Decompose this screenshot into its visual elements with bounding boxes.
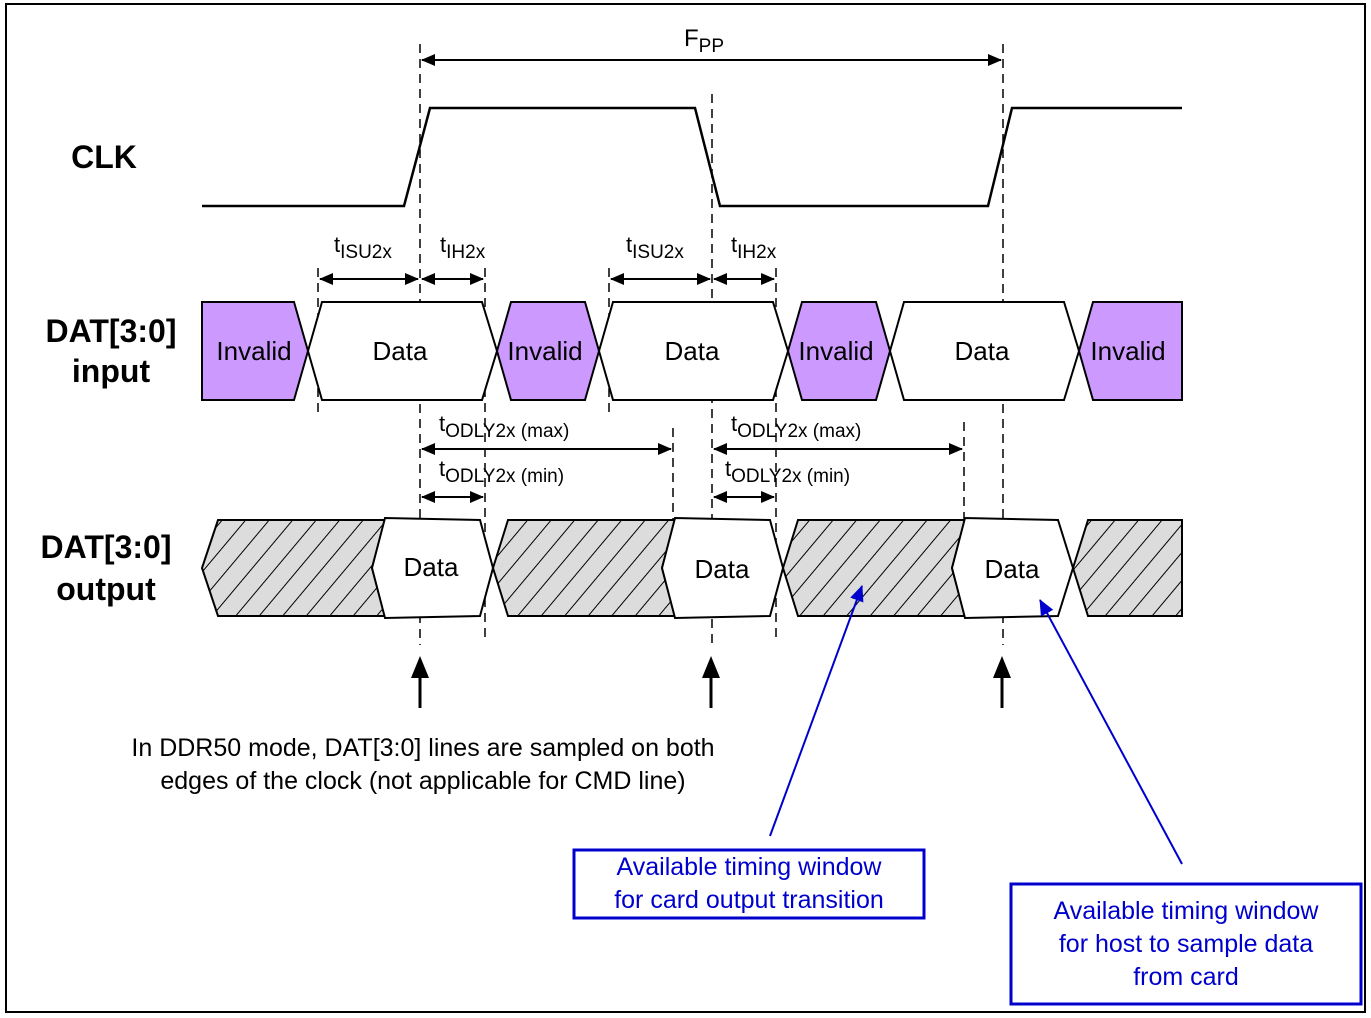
timing-arrows — [319, 54, 1002, 503]
clk-label: CLK — [71, 139, 137, 175]
dat-output-label-2: output — [56, 571, 156, 607]
dat-input-invalid-4 — [1077, 301, 1183, 401]
dat-input-waveform — [201, 301, 1183, 401]
dat-output-hatch-3 — [781, 519, 967, 617]
ddr50-note-line-1: In DDR50 mode, DAT[3:0] lines are sample… — [131, 734, 714, 762]
dat-output-hatch-2 — [491, 519, 677, 617]
host-window-callout-box — [1009, 882, 1363, 1006]
dat-output-data-label-3: Data — [985, 554, 1040, 584]
dat-input-invalid-1 — [201, 301, 310, 401]
host-window-callout-line-2: for host to sample data — [1059, 930, 1313, 958]
host-window-callout-line-3: from card — [1133, 963, 1239, 991]
dat-output-hatch-4 — [1071, 519, 1183, 617]
dat-input-invalid-label-4: Invalid — [1090, 336, 1165, 366]
dat-input-labels: Invalid Data Invalid Data Invalid Data I… — [216, 336, 1165, 366]
todly-max-label-2: tODLY2x (max) — [731, 411, 861, 442]
fpp-label: FPP — [684, 25, 724, 57]
host-window-callout-line-1: Available timing window — [1054, 897, 1320, 925]
dat-input-label-2: input — [72, 353, 151, 389]
dat-input-data-label-3: Data — [955, 336, 1010, 366]
dat-output-data-label-1: Data — [404, 552, 459, 582]
tisu-label-1: tISU2x — [334, 232, 392, 263]
sampling-arrows — [411, 656, 1011, 708]
tih-label-1: tIH2x — [440, 232, 486, 263]
dat-output-waveform — [200, 516, 1183, 620]
dat-input-invalid-label-2: Invalid — [507, 336, 582, 366]
todly-max-label-1: tODLY2x (max) — [439, 411, 569, 442]
dat-input-data-label-2: Data — [665, 336, 720, 366]
clk-waveform — [202, 106, 1182, 208]
dat-input-invalid-label-1: Invalid — [216, 336, 291, 366]
card-window-callout-line-2: for card output transition — [614, 886, 884, 914]
ddr50-note-line-2: edges of the clock (not applicable for C… — [160, 767, 685, 795]
tih-label-2: tIH2x — [731, 232, 777, 263]
dat-input-data-label-1: Data — [373, 336, 428, 366]
callout-arrows — [769, 585, 1183, 865]
tisu-label-2: tISU2x — [626, 232, 684, 263]
dat-input-invalid-label-3: Invalid — [798, 336, 873, 366]
diagram-frame — [5, 3, 1366, 1013]
dat-output-labels: Data Data Data — [404, 552, 1040, 584]
todly-min-label-2: tODLY2x (min) — [725, 456, 850, 487]
host-window-pointer — [1039, 599, 1183, 865]
dat-output-label-1: DAT[3:0] — [41, 529, 172, 565]
todly-min-label-1: tODLY2x (min) — [439, 456, 564, 487]
card-window-pointer — [769, 585, 864, 837]
card-window-callout-box — [572, 848, 926, 920]
card-window-callout-line-1: Available timing window — [617, 853, 883, 881]
dat-input-label-1: DAT[3:0] — [46, 313, 177, 349]
dat-output-hatch-1 — [200, 519, 387, 617]
dat-output-data-label-2: Data — [695, 554, 750, 584]
